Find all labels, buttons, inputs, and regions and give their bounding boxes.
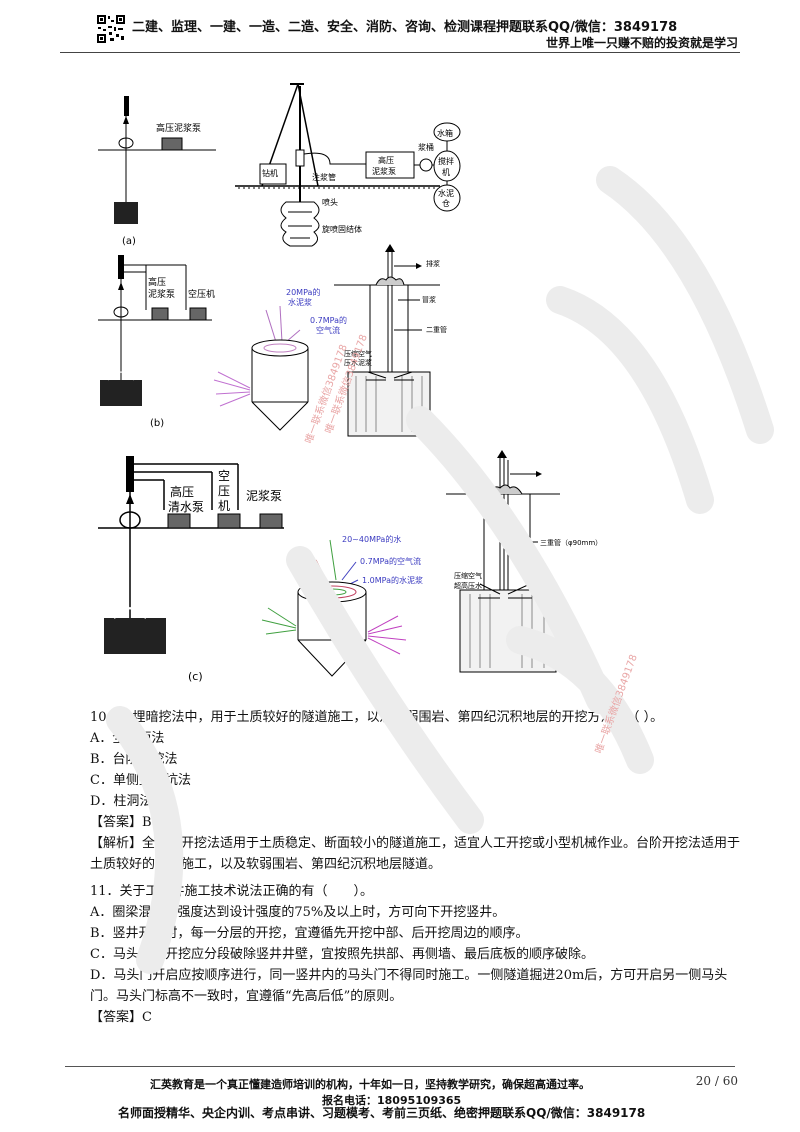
fig-a-cement-l1: 水泥	[438, 188, 454, 198]
page-number: 20 / 60	[695, 1074, 738, 1088]
fig-b-air-l2: 空气流	[316, 325, 340, 335]
fig-c-inject-l1: 压缩空气	[454, 571, 482, 580]
fig-b-inject-l2: 压水泥浆	[344, 358, 372, 367]
fig-c-water: 20~40MPa的水	[342, 534, 401, 544]
fig-c-pump1-l2: 清水泵	[168, 500, 204, 514]
fig-b-double-pipe: 二重管	[426, 325, 447, 334]
figure-b-nozzle: 20MPa的 水泥浆 0.7MPa的 空气流	[213, 287, 347, 431]
fig-a-bucket: 浆桶	[418, 142, 434, 152]
q10-stem: 10．浅埋暗挖法中，用于土质较好的隧道施工，以及软弱围岩、第四纪沉积地层的开挖方…	[90, 710, 664, 725]
q11-option-a: A．圈梁混凝土强度达到设计强度的75%及以上时，方可向下开挖竖井。	[90, 905, 506, 920]
fig-a-body: 旋喷固结体	[322, 224, 362, 234]
fig-a-drill: 钻机	[262, 168, 278, 178]
fig-b-discharge: 排浆	[426, 259, 440, 268]
question-10: 10．浅埋暗挖法中，用于土质较好的隧道施工，以及软弱围岩、第四纪沉积地层的开挖方…	[90, 707, 750, 875]
fig-a-mixer-l2: 机	[442, 167, 450, 177]
fig-c-comp-l2: 压	[218, 484, 230, 498]
fig-b-cap: 冒浆	[422, 295, 436, 304]
footer-phone: 报名电话：18095109365	[322, 1094, 462, 1107]
fig-a-water-tank: 水箱	[437, 128, 453, 138]
q10-analysis: 【解析】全断面开挖法适用于土质稳定、断面较小的隧道施工，适宜人工开挖或小型机械作…	[90, 836, 741, 872]
figure-c-nozzle: 20~40MPa的水 0.7MPa的空气流 1.0MPa的水泥浆	[261, 534, 423, 677]
fig-a-cement-l2: 仓	[442, 198, 450, 208]
q11-stem: 11．关于工作井施工技术说法正确的有（ ）。	[90, 884, 374, 899]
fig-a-pump-label: 高压泥浆泵	[156, 122, 201, 134]
fig-b-air-l1: 0.7MPa的	[310, 315, 347, 325]
fig-a-mixer-l1: 搅拌	[438, 156, 454, 166]
question-11: 11．关于工作井施工技术说法正确的有（ ）。 A．圈梁混凝土强度达到设计强度的7…	[90, 881, 750, 1028]
fig-b-water-l1: 20MPa的	[286, 287, 320, 297]
fig-c-air: 0.7MPa的空气流	[360, 556, 421, 566]
q11-answer: 【答案】C	[90, 1010, 152, 1025]
fig-a-hp-l1: 高压	[378, 155, 394, 165]
figure-c-section: 三重管（φ90mm） 压缩空气 超高压水	[446, 450, 602, 673]
q11-option-d: D．马头门开启应按顺序进行，同一竖井内的马头门不得同时施工。一侧隧道掘进20m后…	[90, 968, 728, 1004]
q10-option-d: D．柱洞法	[90, 794, 153, 809]
fig-b-pump-l2: 泥浆泵	[148, 288, 175, 300]
q10-option-b: B．台阶开挖法	[90, 752, 178, 767]
footer-contact: 名师面授精华、央企内训、考点串讲、习题模考、考前三页纸、绝密押题联系QQ/微信：…	[118, 1106, 646, 1120]
fig-b-pump-l1: 高压	[148, 276, 166, 288]
q10-option-c: C．单侧壁导坑法	[90, 773, 191, 788]
figure-c-left: 高压 清水泵 空 压 机 泥浆泵 (c)	[98, 456, 284, 683]
jet-grouting-diagram: 高压泥浆泵 (a) 钻机 注浆管 喷头 旋喷固结体 高压 泥浆泵 浆桶 水箱 搅…	[98, 83, 602, 683]
fig-b-compressor: 空压机	[188, 288, 215, 300]
fig-c-label: (c)	[188, 670, 203, 683]
fig-c-comp-l3: 机	[218, 499, 230, 513]
fig-c-grout: 1.0MPa的水泥浆	[362, 575, 423, 585]
q10-answer: 【答案】B	[90, 815, 152, 830]
fig-b-inject-l1: 压缩空气	[344, 349, 372, 358]
figure-a-left: 高压泥浆泵 (a)	[98, 96, 216, 247]
fig-a-label: (a)	[122, 236, 136, 247]
header-divider	[60, 52, 740, 53]
figure-b-left: 高压 泥浆泵 空压机 (b)	[98, 255, 215, 429]
fig-c-inject-l2: 超高压水	[454, 581, 482, 590]
fig-a-hp-l2: 泥浆泵	[372, 166, 396, 176]
fig-c-triple-pipe: 三重管（φ90mm）	[540, 538, 602, 547]
figure-b-section: 排浆 冒浆 二重管 压缩空气 压水泥浆	[334, 244, 447, 437]
header-title: 二建、监理、一建、一造、二造、安全、消防、咨询、检测课程押题联系QQ/微信：38…	[132, 20, 678, 35]
footer-slogan: 汇英教育是一个真正懂建造师培训的机构，十年如一日，坚持教学研究，确保超高通过率。	[150, 1078, 590, 1091]
fig-c-pump1-l1: 高压	[170, 484, 194, 499]
fig-b-label: (b)	[150, 418, 164, 429]
qr-code-icon	[96, 14, 126, 44]
figure-a-rig: 钻机 注浆管 喷头 旋喷固结体 高压 泥浆泵 浆桶 水箱 搅拌 机 水泥 仓	[235, 83, 461, 247]
fig-b-water-l2: 水泥浆	[288, 297, 312, 307]
footer-divider	[65, 1066, 735, 1067]
header-slogan: 世界上唯一只赚不赔的投资就是学习	[545, 36, 738, 50]
fig-a-nozzle: 喷头	[322, 197, 338, 207]
q10-option-a: A．全断面法	[90, 731, 165, 746]
q11-option-c: C．马头门的开挖应分段破除竖井井壁，宜按照先拱部、再侧墙、最后底板的顺序破除。	[90, 947, 594, 962]
fig-c-comp-l1: 空	[218, 469, 230, 483]
q11-option-b: B．竖井开挖时，每一分层的开挖，宜遵循先开挖中部、后开挖周边的顺序。	[90, 926, 529, 941]
fig-c-pump2: 泥浆泵	[246, 488, 282, 503]
fig-a-grout-pipe: 注浆管	[312, 172, 336, 182]
